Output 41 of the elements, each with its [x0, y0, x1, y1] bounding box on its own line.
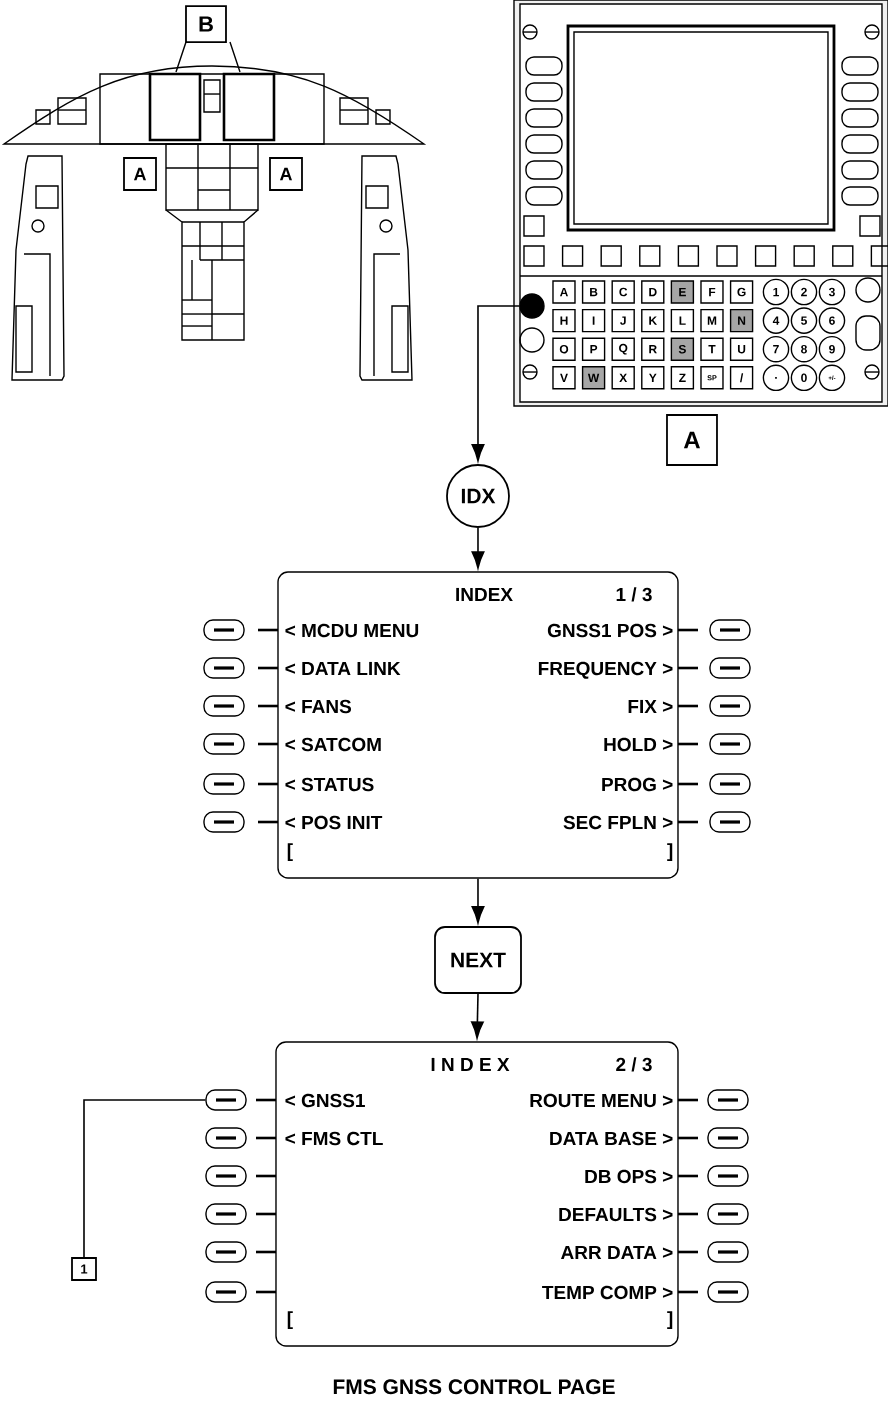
line-select-key	[205, 1089, 276, 1111]
menu-prompt: HOLD >	[604, 737, 673, 752]
page-title: I N D E X	[431, 1057, 510, 1071]
menu-prompt: ARR DATA >	[561, 1245, 673, 1259]
page-title: INDEX	[456, 587, 513, 601]
arrow	[471, 527, 485, 569]
view-label: B	[185, 5, 227, 43]
key-box: NEXT	[434, 926, 522, 994]
caption: FMS GNSS CONTROL PAGE	[333, 1379, 615, 1395]
leader-line	[83, 1099, 207, 1258]
menu-prompt: GNSS1 POS >	[547, 623, 673, 638]
scratchpad-bracket: ]	[667, 1311, 673, 1329]
view-label: A	[269, 157, 303, 191]
arrow	[470, 993, 484, 1039]
menu-prompt: ROUTE MENU >	[530, 1093, 673, 1108]
page-number: 1 / 3	[616, 587, 652, 602]
page-number: 2 / 3	[616, 1057, 652, 1072]
menu-prompt: DATA BASE >	[550, 1131, 673, 1146]
menu-prompt: FREQUENCY >	[538, 661, 673, 679]
menu-prompt: DEFAULTS >	[559, 1207, 673, 1222]
arrow	[471, 305, 521, 462]
menu-prompt: < SATCOM	[285, 737, 381, 752]
menu-prompt: < FMS CTL	[285, 1131, 383, 1146]
scratchpad-bracket: [	[287, 843, 293, 861]
scratchpad-bracket: [	[287, 1311, 293, 1329]
arrow	[471, 877, 485, 924]
menu-prompt: < GNSS1	[285, 1093, 365, 1108]
menu-prompt: < POS INIT	[285, 815, 383, 830]
menu-prompt: < STATUS	[285, 777, 374, 792]
view-label: A	[123, 157, 157, 191]
menu-prompt: < MCDU MENU	[285, 623, 419, 638]
menu-prompt: TEMP COMP >	[542, 1285, 673, 1300]
key-button	[519, 293, 545, 319]
menu-prompt: < FANS	[285, 699, 351, 714]
view-label: A	[666, 414, 718, 466]
menu-prompt: FIX >	[628, 699, 673, 713]
menu-prompt: DB OPS >	[585, 1169, 673, 1184]
menu-prompt: SEC FPLN >	[563, 815, 673, 830]
scratchpad-bracket: ]	[667, 843, 673, 861]
menu-prompt: PROG >	[602, 777, 673, 792]
menu-prompt: < DATA LINK	[285, 661, 401, 675]
